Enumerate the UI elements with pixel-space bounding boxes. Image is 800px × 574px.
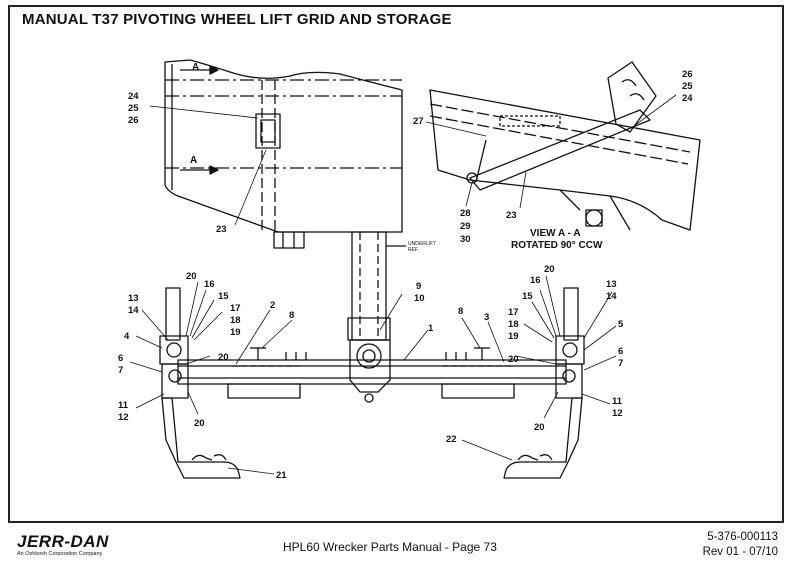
- callout-21: 21: [276, 470, 287, 481]
- callout-11: 11: [118, 400, 129, 411]
- view-rotation-label: ROTATED 90° CCW: [511, 240, 603, 251]
- underlift-note-line1: UNDERLIFT: [408, 241, 436, 247]
- callout-27: 27: [413, 116, 424, 127]
- storage-arm: [469, 109, 651, 191]
- callout-16: 16: [204, 279, 215, 290]
- storage-bracket: [273, 231, 305, 249]
- callout-12: 12: [118, 412, 129, 423]
- callout-11: 11: [612, 396, 623, 407]
- callout-5: 5: [618, 319, 624, 330]
- callout-1: 1: [428, 323, 434, 334]
- callout-18: 18: [508, 319, 519, 330]
- callout-10: 10: [414, 293, 425, 304]
- callout-22: 22: [446, 434, 457, 445]
- callout-26: 26: [682, 69, 693, 80]
- cross-bar: [177, 359, 567, 385]
- callout-30: 30: [460, 234, 471, 245]
- access-panel: [255, 113, 281, 149]
- pivot-pin: [356, 343, 382, 369]
- underlift-note-line2: REF: [408, 247, 418, 253]
- page-title: MANUAL T37 PIVOTING WHEEL LIFT GRID AND …: [22, 11, 452, 28]
- callout-20: 20: [544, 264, 555, 275]
- callout-26: 26: [128, 115, 139, 126]
- callout-23: 23: [216, 224, 227, 235]
- body-panel-outline: [164, 59, 403, 233]
- callout-13: 13: [606, 279, 617, 290]
- brand-subtitle: An Oshkosh Corporation Company: [17, 551, 103, 557]
- leader-lines: [129, 94, 677, 475]
- callout-12: 12: [612, 408, 623, 419]
- callout-numbers: 24 25 26 23 27 28 29 30 23 26 25 24 9 10…: [118, 69, 693, 481]
- underlift-boom: [351, 231, 387, 341]
- right-storage-tray: [441, 383, 515, 399]
- revision: Rev 01 - 07/10: [702, 546, 778, 558]
- callout-20: 20: [534, 422, 545, 433]
- callout-19: 19: [508, 331, 519, 342]
- callout-9: 9: [416, 281, 421, 292]
- document-info: 5-376-000113 Rev 01 - 07/10: [703, 530, 778, 560]
- callout-15: 15: [522, 291, 533, 302]
- callout-20: 20: [194, 418, 205, 429]
- callout-17: 17: [230, 303, 241, 314]
- section-letter-top: A: [192, 62, 199, 73]
- callout-24: 24: [682, 93, 693, 104]
- callout-15: 15: [218, 291, 229, 302]
- right-clamp-studs: [445, 347, 490, 360]
- brand-name: JERR-DAN: [17, 532, 109, 551]
- callout-19: 19: [230, 327, 241, 338]
- callout-20: 20: [186, 271, 197, 282]
- left-storage-tray: [227, 383, 301, 399]
- callout-8: 8: [458, 306, 463, 317]
- callout-13: 13: [128, 293, 139, 304]
- pivot-mount: [349, 339, 391, 393]
- callout-3: 3: [484, 312, 489, 323]
- callout-25: 25: [128, 103, 139, 114]
- view-label: VIEW A - A: [530, 228, 581, 239]
- right-upright: [563, 287, 579, 341]
- brand-logo: JERR-DAN An Oshkosh Corporation Company: [17, 532, 109, 557]
- callout-17: 17: [508, 307, 519, 318]
- left-wheel-cradle: [161, 397, 241, 479]
- callout-6: 6: [118, 353, 123, 364]
- view-a-a-drawing: [429, 61, 701, 231]
- callout-16: 16: [530, 275, 541, 286]
- callout-20: 20: [508, 354, 519, 365]
- right-wheel-cradle: [503, 397, 583, 479]
- callout-14: 14: [606, 291, 617, 302]
- section-letter-bottom: A: [190, 155, 197, 166]
- manual-page-label: HPL60 Wrecker Parts Manual - Page 73: [283, 540, 497, 554]
- callout-8: 8: [289, 310, 294, 321]
- callout-20: 20: [218, 352, 229, 363]
- callout-6: 6: [618, 346, 623, 357]
- page-border: [8, 5, 784, 523]
- left-clamp-studs: [250, 347, 307, 360]
- callout-25: 25: [682, 81, 693, 92]
- callout-28: 28: [460, 208, 471, 219]
- callout-18: 18: [230, 315, 241, 326]
- callout-29: 29: [460, 221, 471, 232]
- callout-23: 23: [506, 210, 517, 221]
- callout-24: 24: [128, 91, 139, 102]
- part-number: 5-376-000113: [707, 531, 778, 543]
- callout-14: 14: [128, 305, 139, 316]
- callout-2: 2: [270, 300, 275, 311]
- folded-cradle: [607, 61, 657, 133]
- callout-7: 7: [618, 358, 623, 369]
- callout-7: 7: [118, 365, 123, 376]
- callout-4: 4: [124, 331, 130, 342]
- left-upright: [165, 287, 181, 341]
